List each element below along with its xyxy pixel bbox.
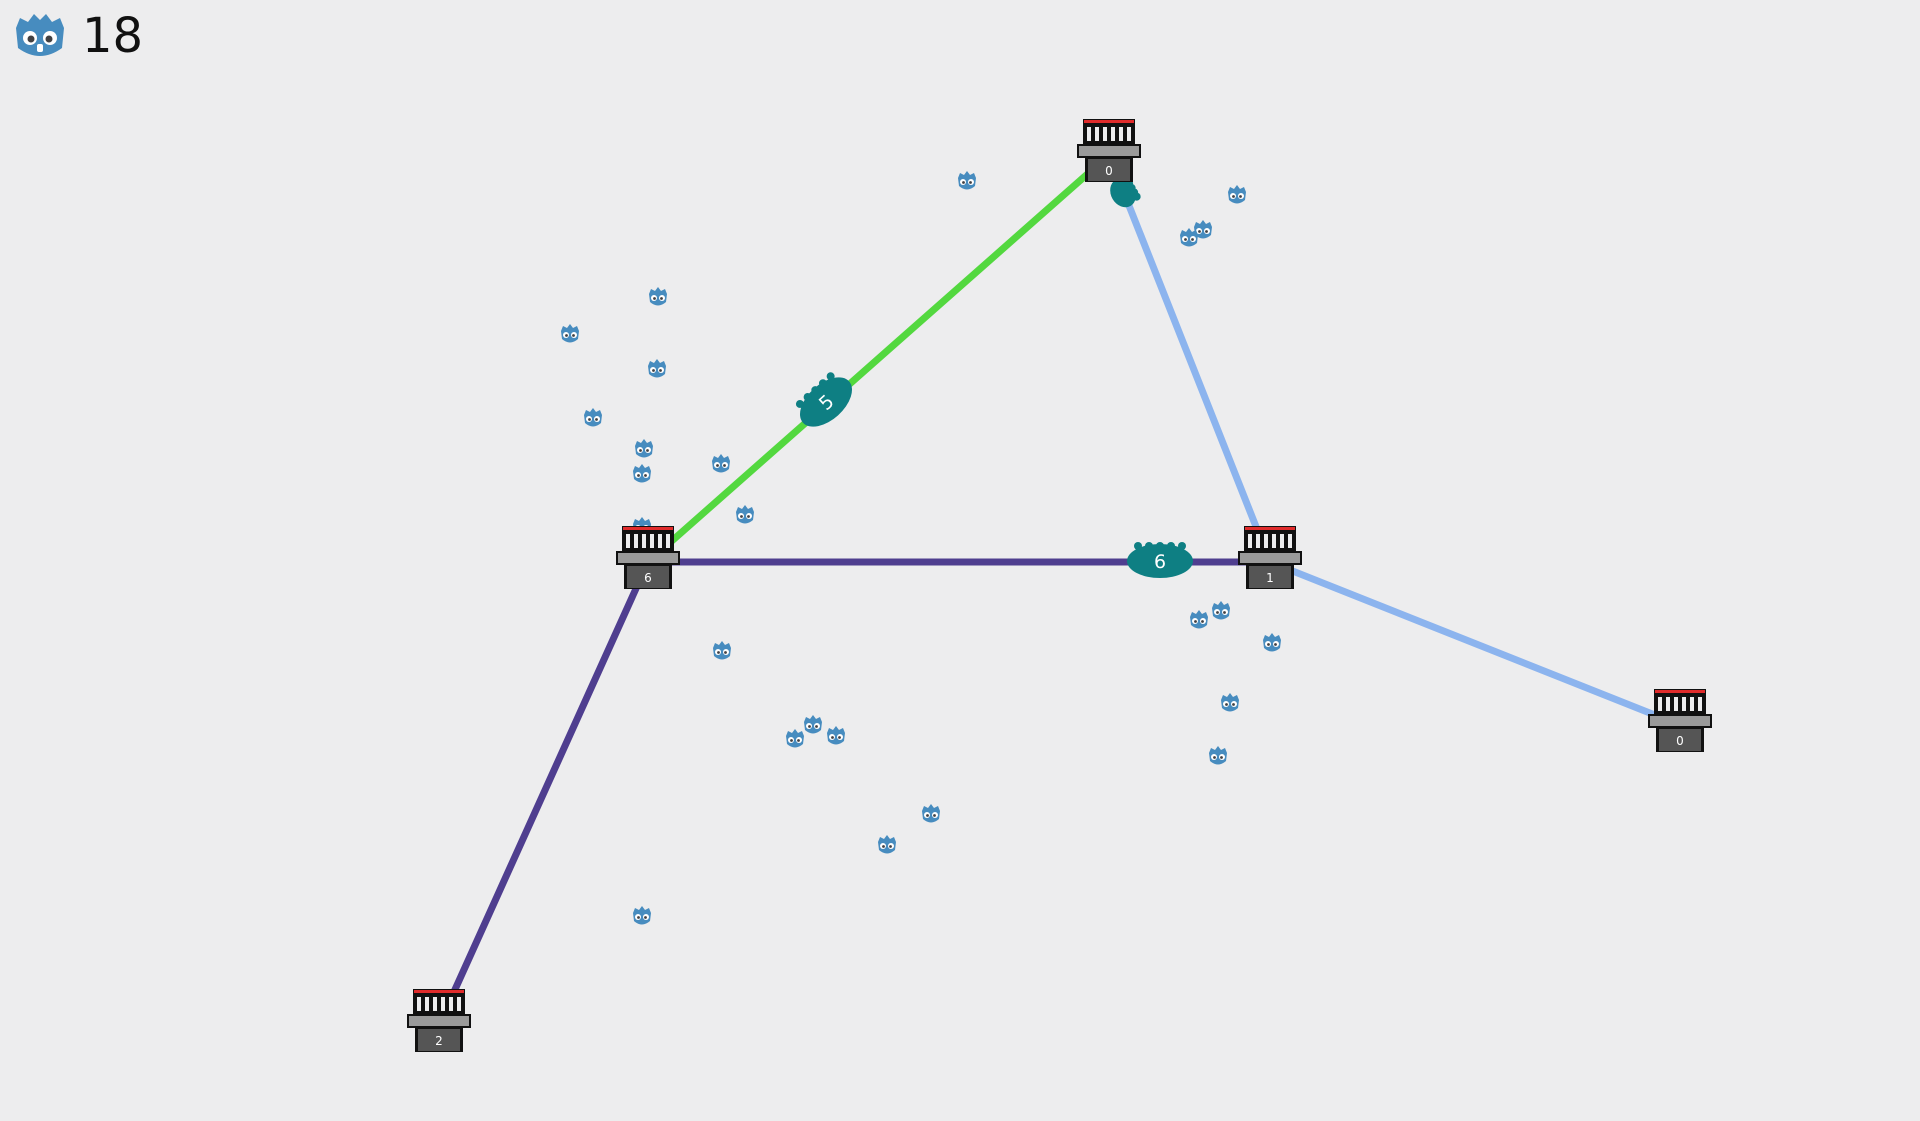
- route-left-top[interactable]: [644, 151, 1113, 566]
- tower-top[interactable]: 0: [1077, 119, 1141, 182]
- tower-left[interactable]: 6: [616, 526, 680, 589]
- godot-unit-icon: [713, 641, 731, 660]
- godot-unit-icon: [958, 171, 976, 190]
- godot-unit-icon: [1228, 185, 1246, 204]
- godot-icon: [16, 14, 64, 56]
- godot-unit-icon: [1180, 228, 1198, 247]
- tower-count: 0: [1105, 164, 1113, 178]
- godot-unit-icon: [878, 835, 896, 854]
- godot-unit-icon: [804, 715, 822, 734]
- unit-counter: 18: [82, 8, 144, 64]
- godot-unit-icon: [1190, 610, 1208, 629]
- godot-unit-icon: [1221, 693, 1239, 712]
- convoys-layer: 56: [795, 175, 1193, 578]
- tower-count: 2: [435, 1034, 443, 1048]
- hud: 18: [12, 6, 143, 66]
- tower-count: 0: [1676, 734, 1684, 748]
- godot-unit-icon: [633, 906, 651, 925]
- godot-unit-icon: [635, 439, 653, 458]
- godot-unit-icon: [1212, 601, 1230, 620]
- godot-unit-icon: [922, 804, 940, 823]
- convoy-count: 6: [1154, 551, 1166, 573]
- godot-unit-icon: [712, 454, 730, 473]
- godot-unit-icon: [786, 729, 804, 748]
- tower-count: 6: [644, 571, 652, 585]
- godot-unit-icon: [649, 287, 667, 306]
- godot-unit-icon: [1263, 633, 1281, 652]
- tower-mid[interactable]: 1: [1238, 526, 1302, 589]
- routes-layer: [435, 151, 1684, 1029]
- tower-count: 1: [1266, 571, 1274, 585]
- godot-unit-icon: [648, 359, 666, 378]
- convoy: 5: [795, 372, 852, 427]
- tower-right[interactable]: 0: [1648, 689, 1712, 752]
- godot-unit-icon: [561, 324, 579, 343]
- convoy: 6: [1127, 542, 1193, 578]
- route-mid-top[interactable]: [1105, 151, 1274, 566]
- godot-unit-icon: [584, 408, 602, 427]
- godot-unit-icon: [1194, 220, 1212, 239]
- godot-unit-icon: [633, 464, 651, 483]
- godot-unit-icon: [736, 505, 754, 524]
- route-left-bottom[interactable]: [435, 558, 652, 1029]
- convoy: [1110, 175, 1141, 208]
- towers-layer: 0 6 1 0 2: [407, 119, 1712, 1052]
- godot-unit-icon: [1209, 746, 1227, 765]
- route-mid-right[interactable]: [1266, 558, 1684, 729]
- godot-unit-icon: [827, 726, 845, 745]
- tower-bottom[interactable]: 2: [407, 989, 471, 1052]
- units-layer: [561, 171, 1281, 925]
